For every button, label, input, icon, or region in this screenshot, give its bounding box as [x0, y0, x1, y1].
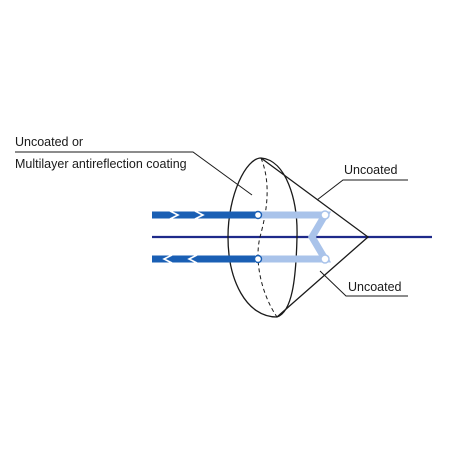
- prism-hidden-contour: [257, 157, 278, 318]
- label-front-line1: Uncoated or: [15, 135, 83, 149]
- exit-point-lower: [253, 254, 263, 264]
- outgoing-beam-chevron-2: [187, 254, 198, 264]
- entry-point-upper: [253, 210, 263, 220]
- leader-front-face: [15, 151, 253, 196]
- leader-top-uncoated: [316, 179, 408, 201]
- label-front-line2: Multilayer antireflection coating: [15, 157, 187, 171]
- internal-beam-path: [258, 211, 332, 263]
- outgoing-beam-chevron-1: [162, 254, 173, 264]
- prism-face-edge: [260, 157, 298, 318]
- reflection-point-upper: [320, 210, 330, 220]
- label-bottom-uncoated: Uncoated: [348, 280, 402, 294]
- reflection-point-lower: [320, 254, 330, 264]
- prism-front-face: [227, 157, 278, 318]
- label-top-uncoated: Uncoated: [344, 163, 398, 177]
- prism-cone-outline: [260, 157, 370, 318]
- leader-bottom-uncoated: [319, 270, 408, 297]
- incoming-beam-chevron-1: [169, 210, 180, 220]
- incoming-beam-chevron-2: [194, 210, 205, 220]
